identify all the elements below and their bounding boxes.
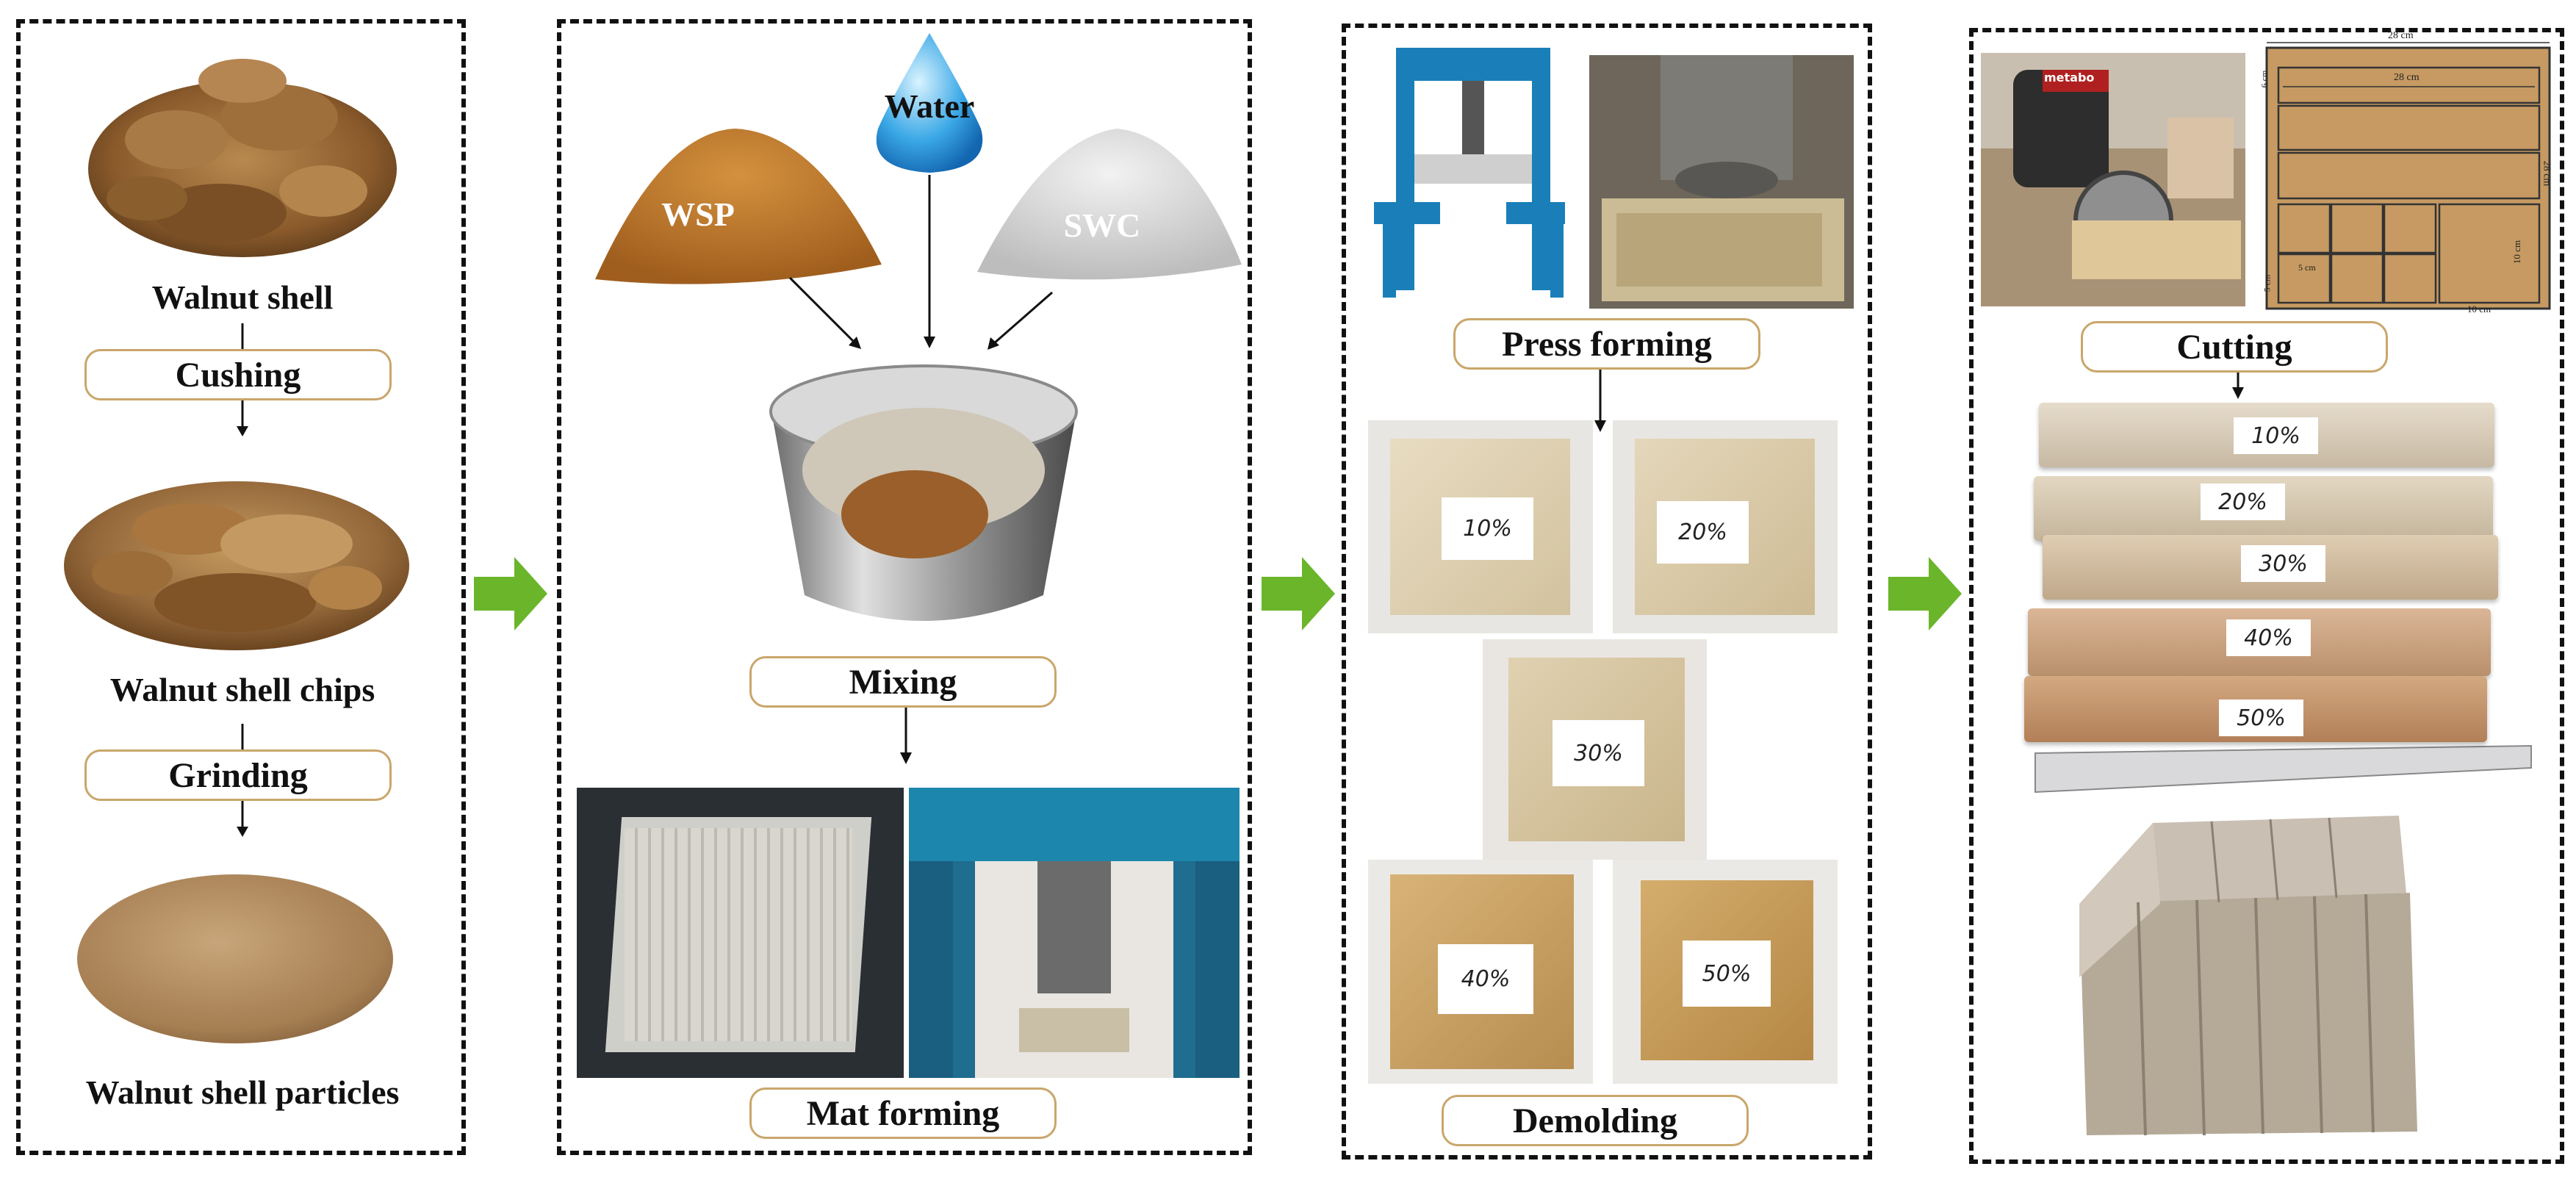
cut-plan-dim-bottom-small: 5 cm [2262,274,2273,292]
cut-plan-dim-left: 6 cm [2259,70,2270,88]
sample-tag: 20% [1657,501,1749,564]
panel-raw-material [16,19,466,1155]
mat-forming-photo-1 [577,788,904,1078]
plank-tag: 50% [2219,700,2303,736]
sample-board-20: 20% [1613,420,1838,633]
mat-forming-photo-2 [909,788,1240,1078]
walnut-shell-particles-label: Walnut shell particles [85,1074,400,1111]
sample-board-30: 30% [1483,639,1707,860]
water-label: Water [884,87,975,125]
walnut-shell-label: Walnut shell [151,278,334,316]
plank-tag: 40% [2226,619,2311,656]
flow-arrow-2 [1262,557,1335,630]
step-mat-forming: Mat forming [749,1087,1057,1139]
sample-tag: 40% [1438,944,1533,1014]
step-grinding: Grinding [84,749,392,801]
plank-tag: 30% [2241,545,2325,582]
step-crushing: Cushing [84,349,392,400]
flow-arrow-3 [1888,557,1962,630]
wsp-label: WSP [661,195,735,233]
cut-plan-dim-top: 28 cm [2388,30,2414,41]
step-demolding: Demolding [1442,1095,1749,1146]
plank-tag: 10% [2234,417,2318,454]
walnut-shell-chips-label: Walnut shell chips [109,671,375,708]
sample-tag: 50% [1683,941,1771,1007]
grinder-brand-label: metabo [2044,71,2095,84]
plank-tag: 20% [2201,483,2285,520]
sample-tag: 30% [1553,720,1644,786]
flow-arrow-1 [474,557,547,630]
cut-plan-dim-right: 10 cm [2511,240,2523,265]
panel-mixing [557,19,1252,1155]
cut-plan-dim-bottom-right: 10 cm [2467,303,2492,314]
swc-label: SWC [1063,206,1141,244]
step-mixing: Mixing [749,656,1057,708]
sample-board-50: 50% [1613,860,1838,1084]
sample-board-40: 40% [1368,860,1593,1084]
cut-plan-dim-inner: 28 cm [2394,72,2420,83]
panel-cutting [1969,28,2564,1164]
step-cutting: Cutting [2081,321,2388,373]
panel-press-forming [1342,24,1872,1159]
cut-plan-dim-bottom-left: 5 cm [2298,262,2316,273]
sample-tag: 10% [1442,497,1533,560]
sample-board-10: 10% [1368,420,1593,633]
cut-plan-dim-side: 28 cm [2541,160,2552,187]
step-press-forming: Press forming [1453,318,1760,370]
